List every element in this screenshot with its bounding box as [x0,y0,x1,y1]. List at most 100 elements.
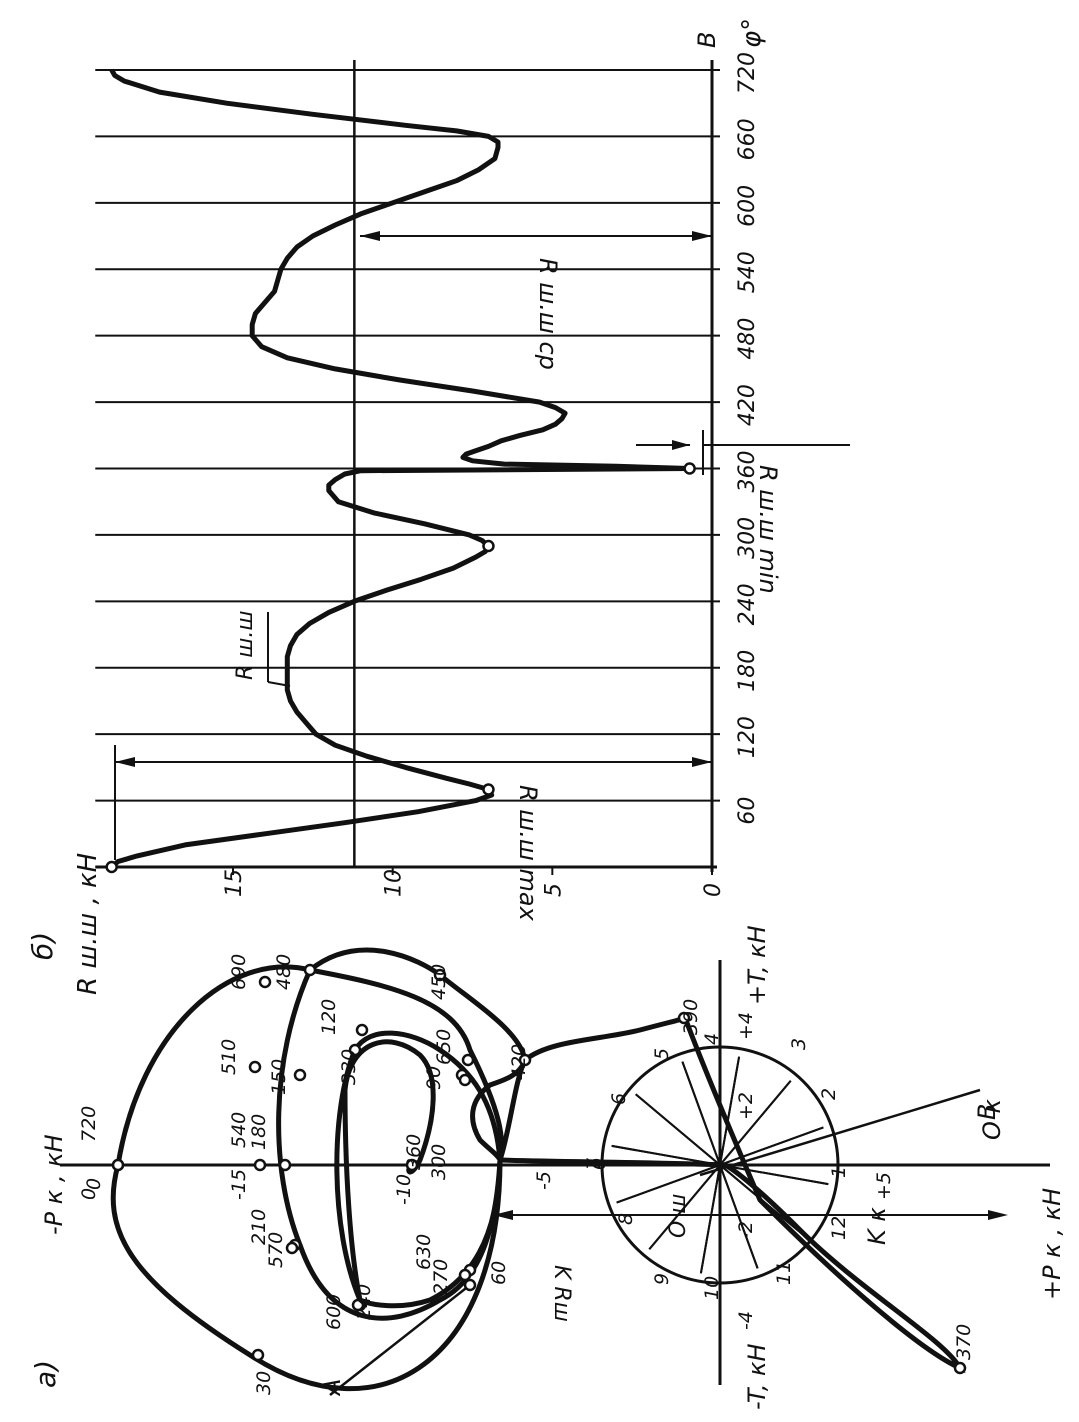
diagram-point-label: 330 [338,1049,360,1085]
crank-position-label: 2 [818,1088,840,1100]
tangent-a [329,1284,471,1396]
diagram-point [258,975,272,989]
diagram-point-label: 30 [253,1371,275,1395]
diagram-point-label: 690 [228,954,250,990]
diagram-point [677,1011,691,1025]
diagram-point-label: 150 [268,1059,290,1095]
x-tick-label: 600 [735,185,760,227]
axis-label-minus-t: -T, кН [743,1343,771,1410]
axis-label-plus-t: +T, кН [743,925,771,1005]
x-tick-label: 120 [735,716,760,758]
y-tick-label: 15 [222,869,247,897]
x-tick-label: 720 [735,52,760,94]
rmean-dimension [360,231,712,241]
y-tick-labels: 0 5 10 15 [222,869,726,897]
t-axis-tick: -2 [735,1221,757,1240]
diagram-point-label: 120 [318,999,340,1035]
crank-position-label: 5 [651,1048,673,1060]
rww-label: R ш.ш [233,610,258,680]
inner-loop [334,1030,503,1309]
diagram-point [253,1158,267,1172]
axis-label-plus-p: +P к , кН [1038,1188,1066,1300]
diagram-points [111,963,967,1375]
curve-marker [105,860,118,874]
series-line-load-curve [109,68,693,869]
crank-position-label: 9 [651,1273,673,1285]
polar-load-diagram: 7200306090120150180210240270300330360370… [29,925,1066,1410]
diagram-point [303,963,317,977]
diagram-point-label: 370 [953,1324,975,1360]
diagram-point-label: 180 [248,1114,270,1150]
p-axis-tick: +5 [873,1172,895,1200]
diagram-point-label: 360 [403,1134,425,1170]
diagram-point-label: 210 [248,1209,270,1245]
rmin-dimension [636,430,850,475]
crank-position-label: 7 [583,1158,605,1170]
label-a: A [318,1379,346,1397]
x-tick-label: 480 [735,318,760,360]
x-tick-label: 60 [735,797,760,825]
curve-marker [482,539,495,553]
diagram-point-label: 480 [273,954,295,990]
x-tick-label: 240 [735,583,760,625]
label-ok: O к [978,1098,1006,1140]
diagram-point-label: 300 [428,1144,450,1180]
y-tick-label: 5 [541,883,566,897]
curve-markers [105,462,696,874]
t-axis-tick: +2 [735,1092,757,1120]
diagram-point [111,1158,125,1172]
axis-label-minus-p: -P к , кН [40,1134,68,1235]
diagram-point [248,1060,262,1074]
rmax-dimension [114,745,712,860]
diagram-point-label: 720 [78,1106,100,1142]
diagram-point [355,1023,369,1037]
diagram-point-label: 450 [428,964,450,1000]
crank-position-label: 10 [701,1276,723,1300]
outer-loop [110,964,505,1392]
p-axis-tick: -5 [533,1171,555,1190]
p-axis-tick: -15 [228,1169,250,1200]
crank-position-label: 0 [588,1158,610,1170]
diagram-point [953,1361,967,1375]
curve-marker [482,783,495,796]
diagram-point-labels: 7200306090120150180210240270300330360370… [78,954,975,1395]
diagram-point-label: 630 [413,1234,435,1270]
diagram-point [348,1043,362,1057]
diagram-point-label: 600 [323,1294,345,1330]
t-axis-tick: +4 [735,1012,757,1040]
x-tick-label: 180 [735,650,760,692]
t-axis-tick: -4 [735,1311,757,1330]
diagram-point-label: 570 [265,1232,287,1268]
diagram-point [518,1053,532,1067]
diagram-point-label: 240 [353,1284,375,1320]
y-tick-label: 0 [701,883,726,897]
x-axis-label: φ° [737,18,767,48]
crank-position-label: 11 [773,1261,795,1285]
label-b: B [973,1104,1001,1120]
crank-position-label: 8 [615,1213,637,1225]
crank-position-label: 4 [701,1033,723,1045]
diagram-point-label: 650 [433,1029,455,1065]
y-tick-label: 10 [382,869,407,897]
diagram-point-label: 510 [218,1039,240,1075]
diagram-point-label: 270 [430,1259,452,1295]
diagram-point [463,1278,477,1292]
kk-arrow-head [988,1210,1008,1220]
label-kk: K к [863,1207,891,1245]
diagram-point [458,1073,472,1087]
diagram-point-label: 420 [508,1044,530,1080]
p-axis-tick: 0 [83,1178,105,1190]
label-osh: O ш [666,1194,691,1238]
crank-position-label: 12 [828,1216,850,1240]
panel-label-a: а) [29,1360,62,1388]
diagram-point [458,1268,472,1282]
crank-circle [600,1045,840,1285]
diagram-point-label: 90 [423,1066,445,1090]
diagram-point [405,1158,419,1172]
crank-position-label: 6 [608,1093,630,1105]
x-tick-label: 360 [735,451,760,493]
krsh-arrow-head [493,1210,513,1220]
